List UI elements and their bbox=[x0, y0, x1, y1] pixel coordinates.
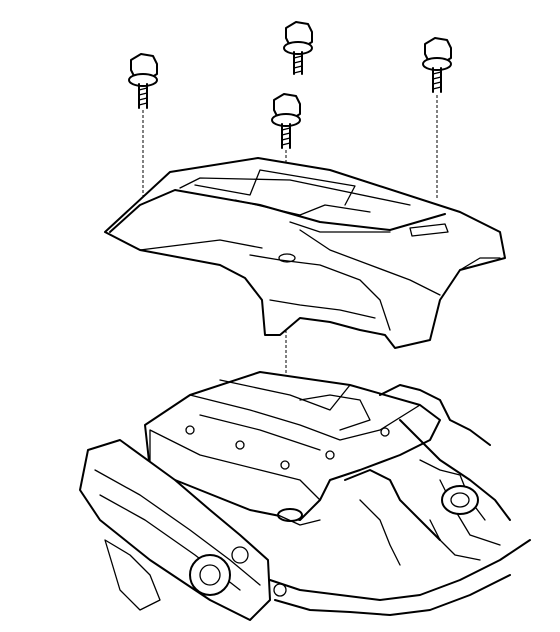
bolt-top-center bbox=[283, 21, 313, 75]
engine-cover bbox=[104, 157, 506, 349]
bolt-right bbox=[422, 37, 452, 93]
engine-assembly bbox=[79, 371, 531, 621]
bolt-center bbox=[271, 93, 301, 149]
bolt-left bbox=[128, 53, 158, 109]
